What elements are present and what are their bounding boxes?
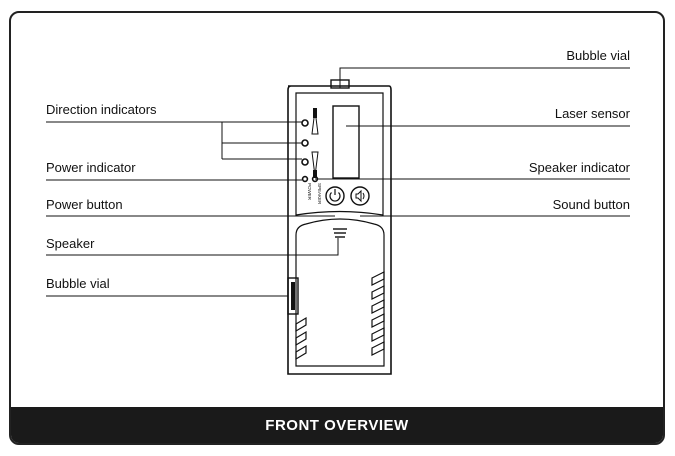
leader-bubble-vial-top [339, 67, 630, 80]
arrow-down-icon [311, 151, 319, 177]
label-sound-button: Sound button [552, 197, 630, 212]
label-speaker: Speaker [46, 236, 95, 251]
diagram-frame: FRONT OVERVIEW [9, 11, 665, 445]
device-body [287, 85, 392, 375]
direction-indicator-led-2 [301, 139, 309, 147]
grip-ribs-left [295, 316, 307, 361]
power-indicator-led [301, 175, 309, 183]
grip-ribs-right [371, 271, 385, 356]
footer-title: FRONT OVERVIEW [265, 416, 409, 434]
label-power-button: Power button [46, 197, 123, 212]
leader-speaker [46, 238, 339, 256]
device-front-panel [295, 92, 384, 216]
laser-sensor-window [332, 105, 360, 179]
label-laser-sensor: Laser sensor [554, 106, 630, 121]
label-bubble-vial-top: Bubble vial [566, 48, 630, 63]
device-power-text: POWER [307, 183, 312, 201]
device-speaker-text: SPEAKER [317, 183, 322, 205]
direction-indicator-led-1 [301, 119, 309, 127]
label-speaker-indicator: Speaker indicator [528, 160, 630, 175]
label-bubble-vial-side: Bubble vial [46, 276, 110, 291]
power-button-icon [325, 186, 345, 206]
sound-button-icon [350, 186, 370, 206]
device-grip [295, 218, 385, 367]
footer-bar: FRONT OVERVIEW [11, 407, 663, 443]
label-power-indicator: Power indicator [46, 160, 136, 175]
label-direction-indicators: Direction indicators [46, 102, 157, 117]
direction-indicator-led-3 [301, 158, 309, 166]
arrow-up-icon [311, 109, 319, 135]
